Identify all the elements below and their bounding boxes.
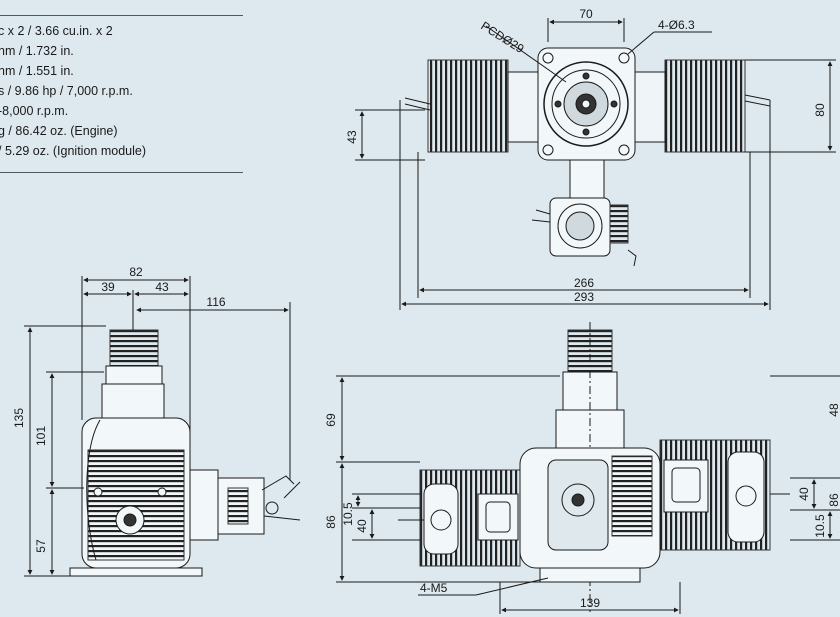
top-dim-43-label: 43	[345, 130, 359, 144]
side-head	[101, 329, 165, 427]
top-crankcase	[537, 47, 636, 161]
spec-stroke: nm / 1.551 in.	[0, 64, 74, 78]
front-view: 69 86 10.5 40	[324, 322, 840, 614]
spec-displacement: c x 2 / 3.66 cu.in. x 2	[0, 24, 113, 38]
front-dim-139-label: 139	[580, 596, 600, 610]
side-dim-116: 116	[136, 295, 291, 480]
front-dim-86-right-label: 86	[827, 493, 840, 507]
top-dim-293-label: 293	[574, 290, 594, 304]
top-right-cylinder	[634, 59, 771, 153]
spec-bore: nm / 1.732 in.	[0, 44, 74, 58]
side-dim-116-label: 116	[206, 295, 225, 309]
side-dim-57: 57	[34, 487, 84, 575]
front-right-cylinder	[659, 439, 790, 551]
top-left-cylinder	[404, 59, 539, 153]
spec-ignition-weight: / 5.29 oz. (Ignition module)	[0, 144, 146, 158]
top-dim-70: 70	[547, 7, 625, 42]
front-dim-mount: 4-M5	[418, 577, 549, 596]
top-carburetor	[531, 159, 637, 267]
side-dim-135: 135	[12, 325, 106, 577]
front-left-cylinder	[398, 469, 521, 567]
spec-top-rule	[0, 15, 243, 16]
front-mount-base	[539, 567, 641, 583]
side-carburetor	[189, 469, 301, 541]
top-holes-label: 4-Ø6.3	[658, 18, 695, 32]
side-cylinder	[81, 417, 191, 569]
side-dim-101: 101	[34, 371, 104, 487]
front-dim-86: 86	[324, 463, 540, 583]
side-dim-39-label: 39	[101, 280, 115, 294]
front-crankcase	[519, 447, 661, 569]
top-dim-43: 43	[345, 109, 425, 161]
side-dim-135-label: 135	[12, 408, 26, 428]
front-dim-40-left-label: 40	[355, 519, 369, 533]
side-mount-plate	[69, 567, 203, 577]
spec-rpm-range: -8,000 r.p.m.	[0, 104, 69, 118]
top-dim-holes: 4-Ø6.3	[627, 18, 712, 55]
top-dim-80: 80	[745, 59, 836, 153]
spec-engine-weight: g / 86.42 oz. (Engine)	[0, 124, 118, 138]
top-pcd-label: PCDØ29	[478, 19, 526, 56]
front-dim-right-small: 40 10.5 48 86	[770, 375, 840, 541]
side-dim-82-label: 82	[129, 265, 143, 279]
side-view: 82 39 43 116 135	[12, 265, 301, 577]
top-dim-80-label: 80	[813, 103, 827, 117]
side-dim-39-43: 39 43	[83, 280, 189, 330]
front-dim-left-small: 10.5 40	[341, 493, 420, 541]
top-view: 70 4-Ø6.3 PCDØ29 80	[345, 7, 836, 310]
front-dim-10-5-right-label: 10.5	[813, 514, 827, 538]
front-dim-86-label: 86	[324, 515, 338, 529]
top-dim-266: 266	[417, 152, 751, 298]
top-dim-266-label: 266	[574, 276, 594, 290]
front-dim-10-5-left-label: 10.5	[341, 502, 355, 526]
top-dim-293: 293	[399, 100, 771, 310]
side-dim-101-label: 101	[34, 426, 48, 446]
front-dim-40-right-label: 40	[797, 487, 811, 501]
front-dim-69: 69	[324, 375, 560, 463]
side-dim-57-label: 57	[34, 539, 48, 553]
front-mount-label: 4-M5	[420, 581, 448, 595]
top-dim-70-label: 70	[579, 7, 593, 21]
spec-power: s / 9.86 hp / 7,000 r.p.m.	[0, 84, 133, 98]
spec-bottom-rule	[0, 172, 243, 173]
side-dim-43-label: 43	[155, 280, 169, 294]
front-dim-69-label: 69	[324, 413, 338, 427]
front-dim-139: 139	[499, 582, 681, 614]
front-dim-48-label: 48	[827, 403, 840, 417]
